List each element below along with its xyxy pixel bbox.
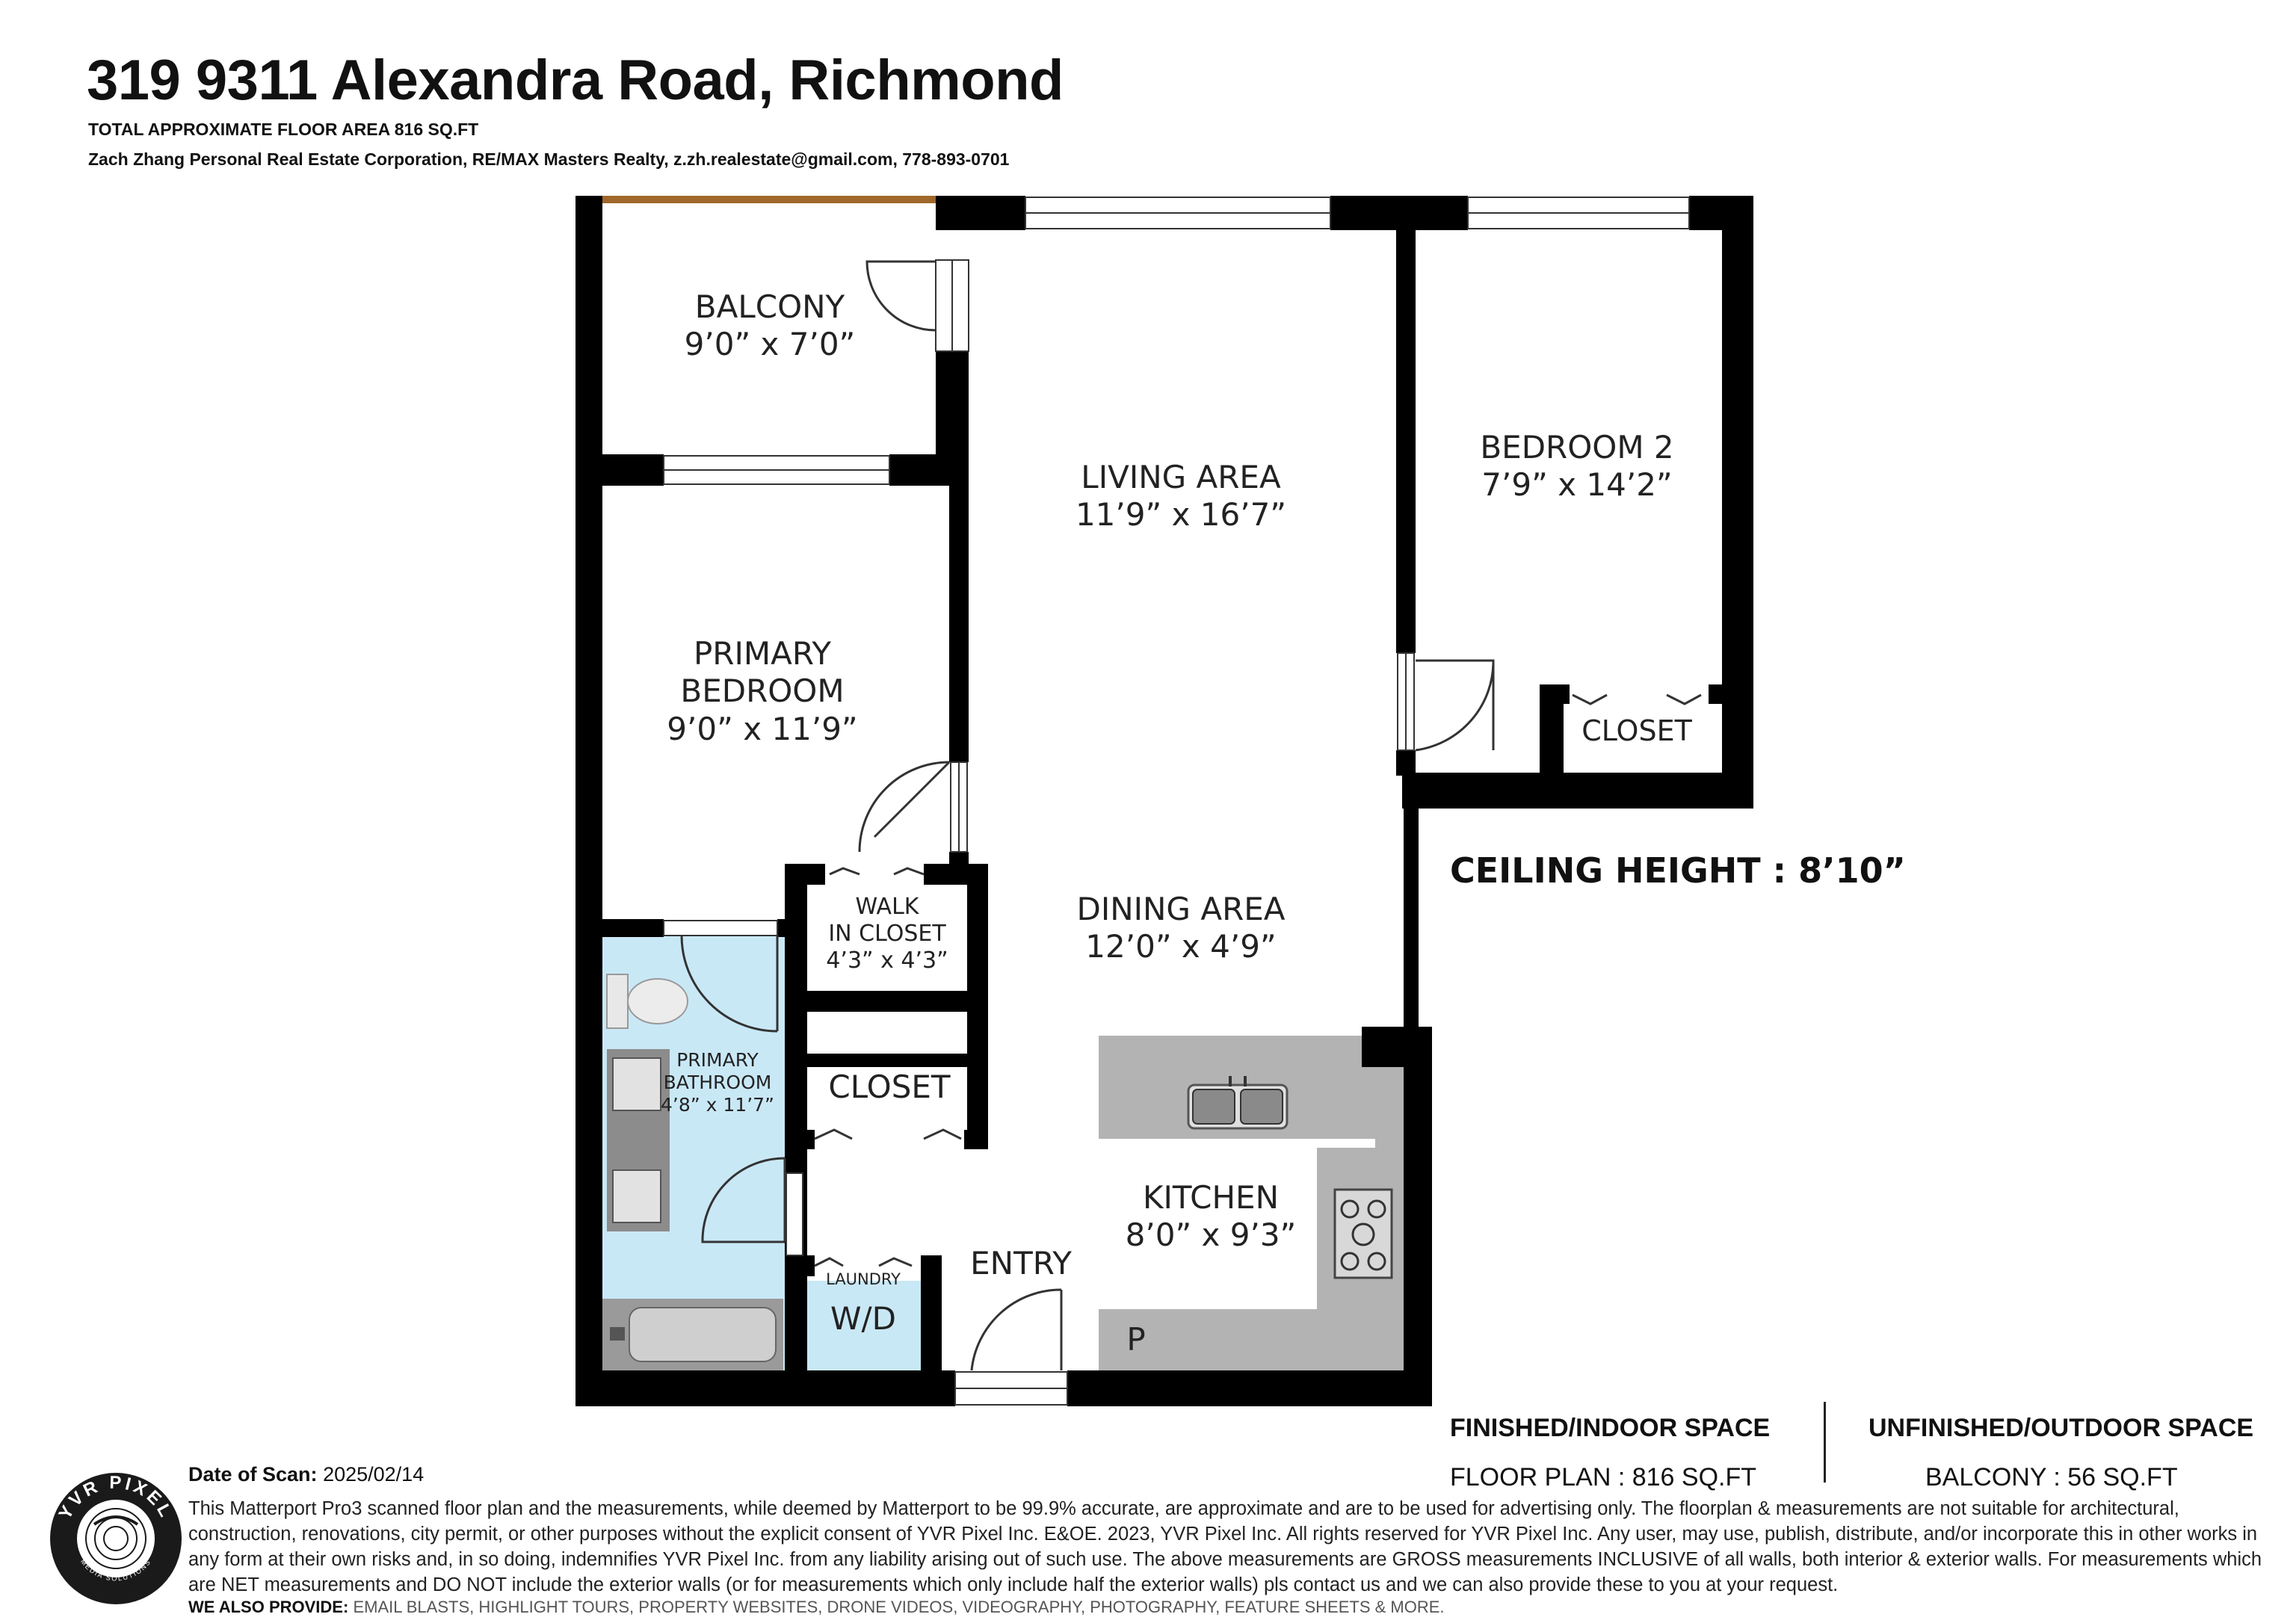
ceiling-height: CEILING HEIGHT : 8’10”	[1450, 850, 1906, 891]
balcony-railing	[602, 196, 936, 203]
kitchen-sink-icon	[1187, 1076, 1289, 1130]
pantry-counter	[1099, 1309, 1317, 1370]
disclaimer-text: This Matterport Pro3 scanned floor plan …	[188, 1498, 2262, 1595]
scan-date-value: 2025/02/14	[323, 1463, 425, 1486]
agent-contact: Zach Zhang Personal Real Estate Corporat…	[88, 149, 1010, 169]
hall-closet-label: CLOSET	[828, 1069, 951, 1105]
unfinished-space-balcony: BALCONY : 56 SQ.FT	[1925, 1463, 2178, 1491]
washer-dryer-label: W/D	[830, 1300, 897, 1337]
scan-date: Date of Scan: 2025/02/14	[188, 1463, 424, 1486]
entry-label: ENTRY	[970, 1245, 1072, 1282]
laundry-fill	[804, 1281, 921, 1370]
bedroom-2-closet-label: CLOSET	[1581, 714, 1692, 747]
stove-icon	[1333, 1188, 1393, 1279]
space-divider	[1824, 1402, 1826, 1483]
walls	[575, 196, 1753, 1406]
vanity-icon	[607, 1049, 670, 1231]
finished-space-heading: FINISHED/INDOOR SPACE	[1450, 1414, 1771, 1442]
bathtub-icon	[602, 1299, 783, 1370]
services-label: WE ALSO PROVIDE:	[188, 1598, 349, 1616]
finished-space-floor-plan: FLOOR PLAN : 816 SQ.FT	[1450, 1463, 1757, 1491]
services-line: WE ALSO PROVIDE: EMAIL BLASTS, HIGHLIGHT…	[188, 1598, 1445, 1617]
scan-date-label: Date of Scan:	[188, 1463, 318, 1486]
pantry-label: P	[1126, 1321, 1146, 1358]
property-address-title: 319 9311 Alexandra Road, Richmond	[87, 49, 1064, 112]
door-swings	[680, 260, 1495, 1371]
kitchen-counter	[1099, 1036, 1404, 1370]
laundry-label: LAUNDRY	[826, 1270, 901, 1288]
toilet-icon	[606, 974, 688, 1029]
unfinished-space-heading: UNFINISHED/OUTDOOR SPACE	[1868, 1414, 2254, 1442]
yvr-pixel-logo-icon: YVR PIXEL MEDIA SOLUTIONS	[50, 1473, 182, 1604]
total-floor-area: TOTAL APPROXIMATE FLOOR AREA 816 SQ.FT	[88, 120, 479, 139]
services-text: EMAIL BLASTS, HIGHLIGHT TOURS, PROPERTY …	[353, 1598, 1445, 1616]
